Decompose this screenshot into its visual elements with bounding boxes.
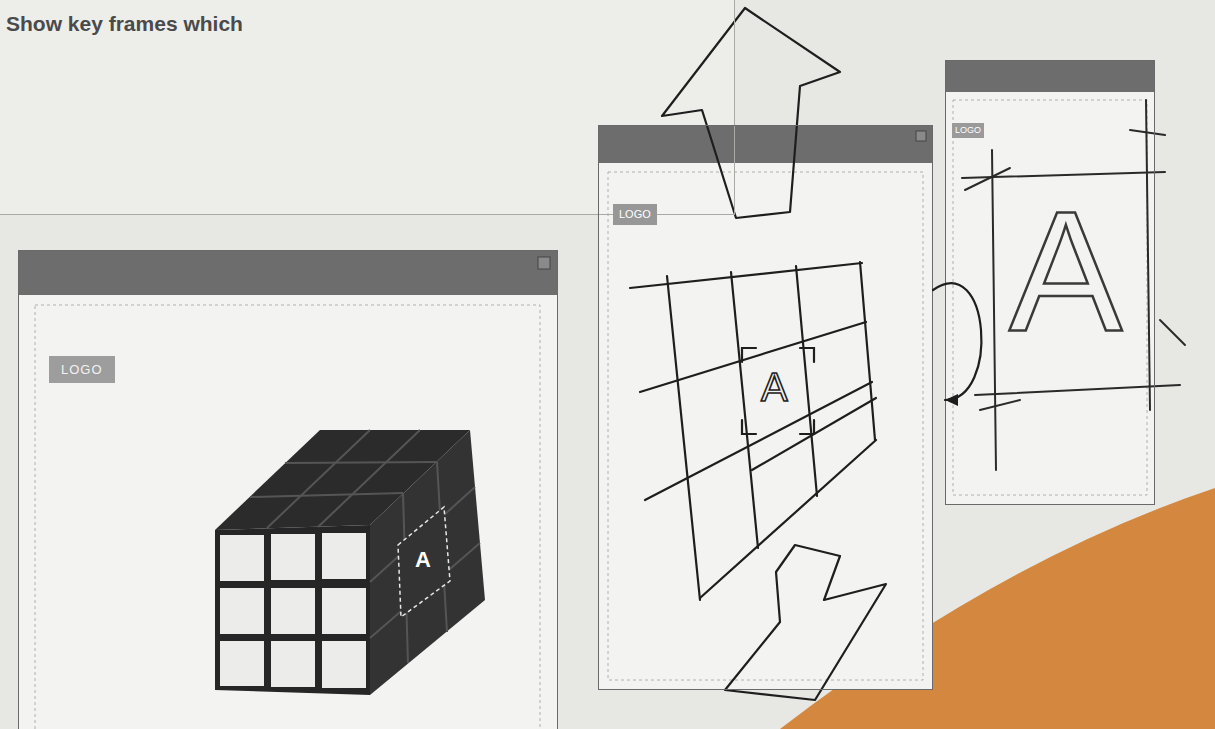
arrow-head — [945, 394, 958, 406]
text-slot: A — [1009, 186, 1122, 356]
instruction-text: Show key frames which — [6, 13, 243, 34]
crop-sketch — [962, 100, 1185, 470]
crop-line — [1146, 100, 1150, 410]
crop-tick — [965, 168, 1010, 190]
logo-badge: LOGO — [49, 356, 115, 383]
instruction-box: Show key frames which — [0, 0, 735, 215]
key-frame: LOGO A — [598, 125, 933, 690]
text-slot: LOGO — [49, 356, 115, 383]
sketch-line — [700, 440, 876, 598]
sketch-line — [630, 263, 862, 288]
frame-fill — [598, 125, 933, 690]
title-bar — [945, 60, 1155, 92]
text-slot: LOGO — [952, 119, 984, 138]
frame-fill — [945, 60, 1155, 505]
sketch-letter: A — [756, 364, 793, 410]
cube-grid-line — [318, 430, 420, 527]
cube-tile — [322, 588, 366, 634]
key-frame: LOGO A — [945, 60, 1155, 505]
guide-line — [35, 305, 540, 729]
cube-letter: A — [415, 549, 431, 571]
cube-front — [215, 525, 370, 695]
crop-tick — [980, 400, 1020, 410]
crop-mark — [742, 348, 756, 362]
crop-tick — [1160, 320, 1185, 345]
sketch-line — [796, 266, 817, 496]
cube-tiles — [220, 533, 366, 688]
sketch-line — [731, 272, 758, 548]
cube-grid — [250, 430, 480, 663]
cube-grid-line — [267, 430, 370, 528]
close-icon — [538, 257, 550, 269]
transition-arrow — [933, 283, 981, 400]
text-slot: Show key frames which — [6, 13, 243, 35]
close-icon — [916, 131, 926, 141]
text-slot: LOGO — [613, 204, 657, 225]
cube-tile — [322, 641, 366, 688]
sketch-line — [667, 276, 700, 600]
grid-sketch — [630, 262, 876, 600]
text-slot: A — [756, 364, 793, 410]
logo-badge: LOGO — [613, 204, 657, 225]
key-frame: LOGO A — [18, 250, 558, 729]
selection-marquee — [398, 507, 450, 617]
crop-tick — [1130, 130, 1165, 135]
sketch-line — [860, 262, 875, 440]
sketch-arrow-up — [662, 8, 840, 218]
cube-right — [370, 430, 485, 695]
sketch-letter: A — [1009, 186, 1122, 356]
crop-mark — [742, 420, 756, 434]
cube-tile — [322, 533, 366, 579]
frame-fill — [18, 250, 558, 729]
cube-grid-line — [250, 493, 403, 497]
guide-line — [953, 100, 1147, 495]
text-slot: A — [415, 549, 431, 571]
cube-tile — [220, 641, 264, 686]
cube-tile — [220, 588, 264, 634]
cube-tile — [271, 588, 315, 634]
cube-tile — [271, 641, 315, 687]
cube-tile — [271, 534, 315, 580]
cube-tile — [220, 535, 264, 581]
cube-grid-line — [285, 462, 437, 463]
crop-mark — [800, 420, 814, 434]
cube-illustration — [215, 430, 485, 695]
guide-line — [608, 172, 923, 680]
crop-line — [992, 150, 996, 470]
sketch-arrow-down — [725, 545, 886, 700]
crop-mark — [800, 348, 814, 362]
sketch-line — [640, 322, 866, 392]
crop-line — [975, 385, 1180, 395]
title-bar — [598, 125, 933, 163]
logo-badge: LOGO — [952, 123, 984, 138]
title-bar — [18, 250, 558, 295]
